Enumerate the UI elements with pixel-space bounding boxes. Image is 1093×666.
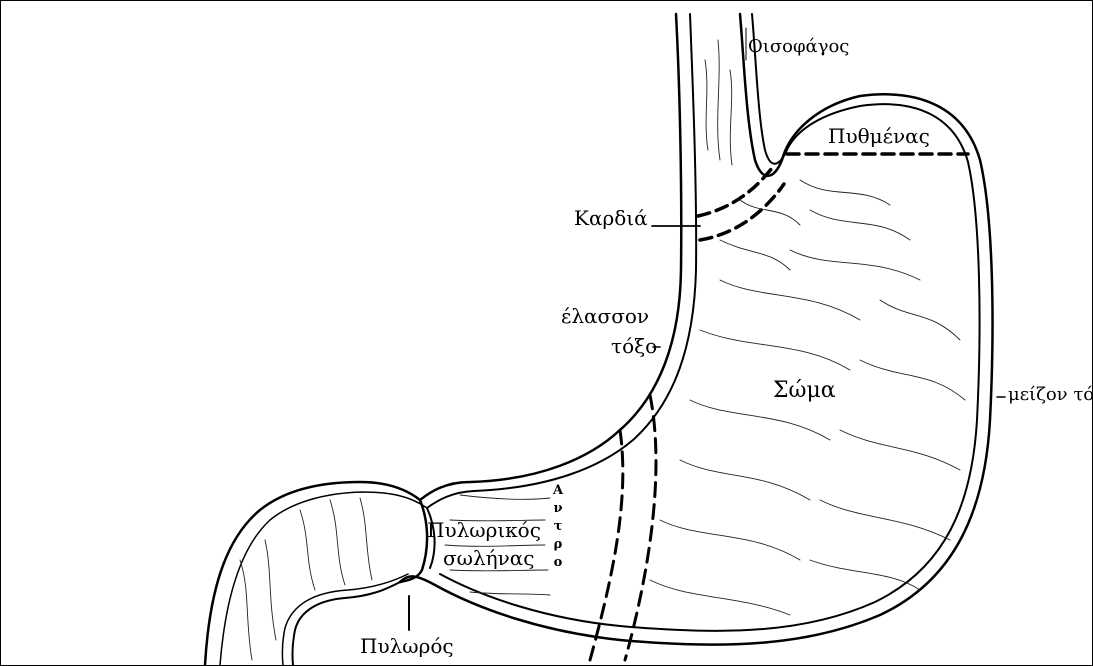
esophagus-label: Οισοφάγος bbox=[748, 38, 849, 56]
antrum-letter: ν bbox=[553, 502, 562, 515]
greater-curvature-label: μείζον τόξο bbox=[1008, 386, 1093, 404]
body-label: Σώμα bbox=[773, 380, 836, 402]
cardia-label: Καρδιά bbox=[574, 208, 648, 228]
pylorus-label: Πυλωρός bbox=[360, 636, 454, 656]
lesser-curvature-label-line2: τόξο bbox=[611, 336, 657, 356]
antrum-letter: τ bbox=[554, 520, 563, 533]
antrum-label: Α ν τ ρ ο bbox=[551, 484, 565, 569]
antrum-letter: ρ bbox=[554, 538, 563, 551]
antrum-letter: ο bbox=[554, 556, 563, 569]
pylorus-ring bbox=[400, 500, 427, 582]
antrum-letter: Α bbox=[553, 484, 563, 497]
antrum-boundary-dashed-2 bbox=[625, 395, 656, 660]
cardia-boundary-dashed-2 bbox=[700, 184, 784, 240]
pyloric-canal-label-line1: Πυλωρικός bbox=[427, 520, 541, 540]
lesser-curvature-label-line1: έλασσον bbox=[561, 306, 649, 326]
pyloric-canal-label-line2: σωλήνας bbox=[443, 548, 534, 568]
outer-wall-lesser-curvature bbox=[420, 14, 681, 500]
fundus-label: Πυθμένας bbox=[828, 126, 930, 146]
inner-wall-lesser-curvature bbox=[427, 14, 696, 508]
